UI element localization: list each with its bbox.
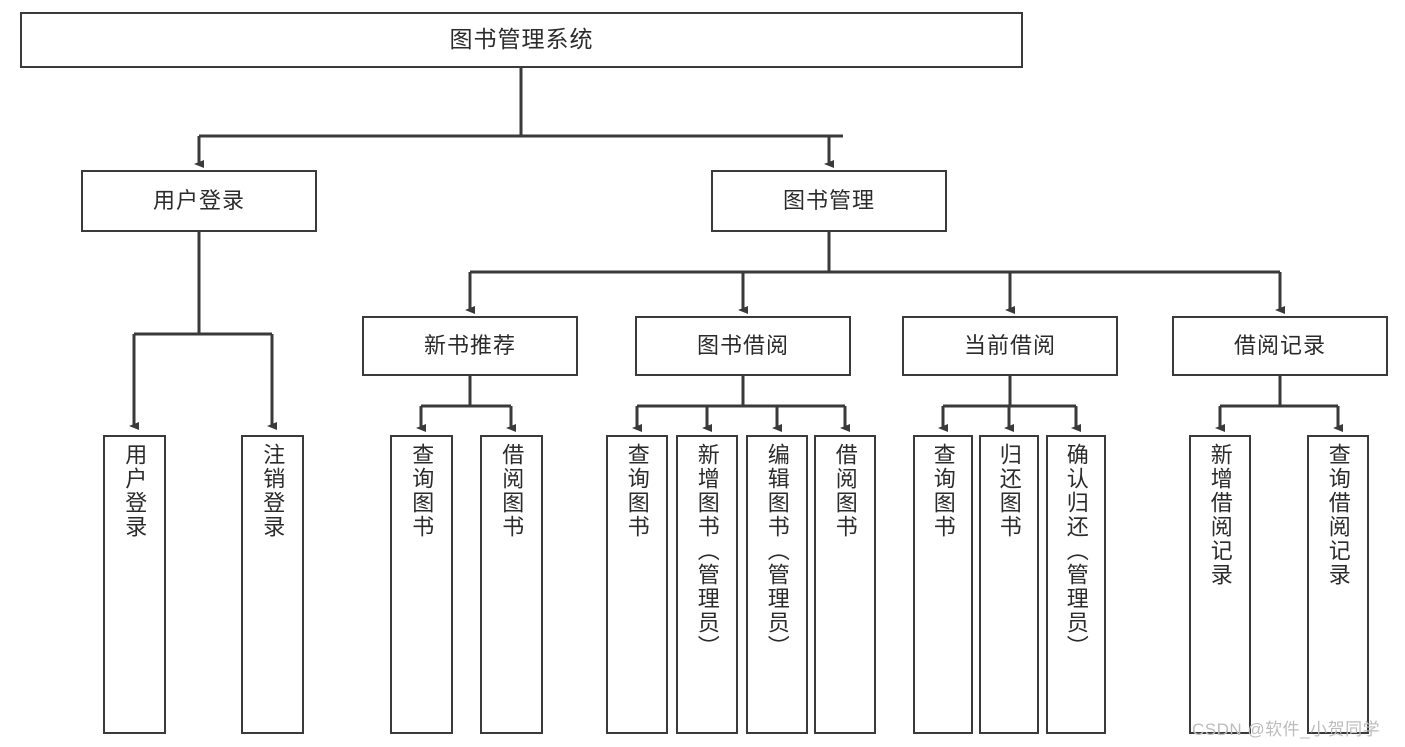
node-book-borrow[interactable]: 图书借阅: [635, 316, 851, 376]
node-label: 确认归还（管理员）: [1063, 443, 1089, 659]
node-label: 查询借阅记录: [1325, 443, 1351, 587]
node-new-book-recommend[interactable]: 新书推荐: [362, 316, 578, 376]
node-label: 借阅图书: [499, 443, 525, 539]
node-label: 查询图书: [624, 443, 650, 539]
node-label: 查询图书: [409, 443, 435, 539]
csdn-watermark: CSDN @软件_小贺同学: [1192, 720, 1381, 739]
node-label: 归还图书: [996, 443, 1022, 539]
node-label: 查询图书: [930, 443, 956, 539]
node-label: 编辑图书（管理员）: [764, 443, 790, 659]
node-current-borrow[interactable]: 当前借阅: [902, 316, 1118, 376]
node-label: 借阅记录: [1233, 332, 1326, 358]
node-label: 借阅图书: [832, 443, 858, 539]
leaf-user-login-logout[interactable]: 注销登录: [241, 435, 304, 734]
leaf-book-borrow-add-book-admin[interactable]: 新增图书（管理员）: [676, 435, 738, 734]
node-label: 新书推荐: [423, 332, 516, 358]
leaf-borrow-record-query-record[interactable]: 查询借阅记录: [1307, 435, 1369, 734]
node-borrow-record[interactable]: 借阅记录: [1172, 316, 1388, 376]
node-user-login[interactable]: 用户登录: [81, 170, 317, 232]
leaf-new-book-query-books[interactable]: 查询图书: [390, 435, 453, 734]
leaf-current-borrow-confirm-return-admin[interactable]: 确认归还（管理员）: [1046, 435, 1106, 734]
leaf-book-borrow-query-books[interactable]: 查询图书: [606, 435, 668, 734]
leaf-current-borrow-return-books[interactable]: 归还图书: [979, 435, 1039, 734]
node-label: 新增借阅记录: [1207, 443, 1233, 587]
leaf-book-borrow-edit-book-admin[interactable]: 编辑图书（管理员）: [746, 435, 808, 734]
leaf-current-borrow-query-books[interactable]: 查询图书: [913, 435, 973, 734]
node-book-management[interactable]: 图书管理: [711, 170, 947, 232]
leaf-borrow-record-add-record[interactable]: 新增借阅记录: [1189, 435, 1251, 734]
node-label: 图书管理系统: [449, 26, 594, 53]
node-root-book-management-system[interactable]: 图书管理系统: [20, 12, 1023, 68]
node-label: 注销登录: [260, 443, 286, 539]
node-label: 用户登录: [152, 187, 245, 213]
node-label: 用户登录: [122, 443, 148, 539]
leaf-new-book-borrow-books[interactable]: 借阅图书: [480, 435, 543, 734]
node-label: 图书管理: [782, 187, 875, 213]
leaf-user-login-login[interactable]: 用户登录: [103, 435, 166, 734]
node-label: 当前借阅: [963, 332, 1056, 358]
leaf-book-borrow-borrow-books[interactable]: 借阅图书: [814, 435, 876, 734]
node-label: 新增图书（管理员）: [694, 443, 720, 659]
node-label: 图书借阅: [696, 332, 789, 358]
